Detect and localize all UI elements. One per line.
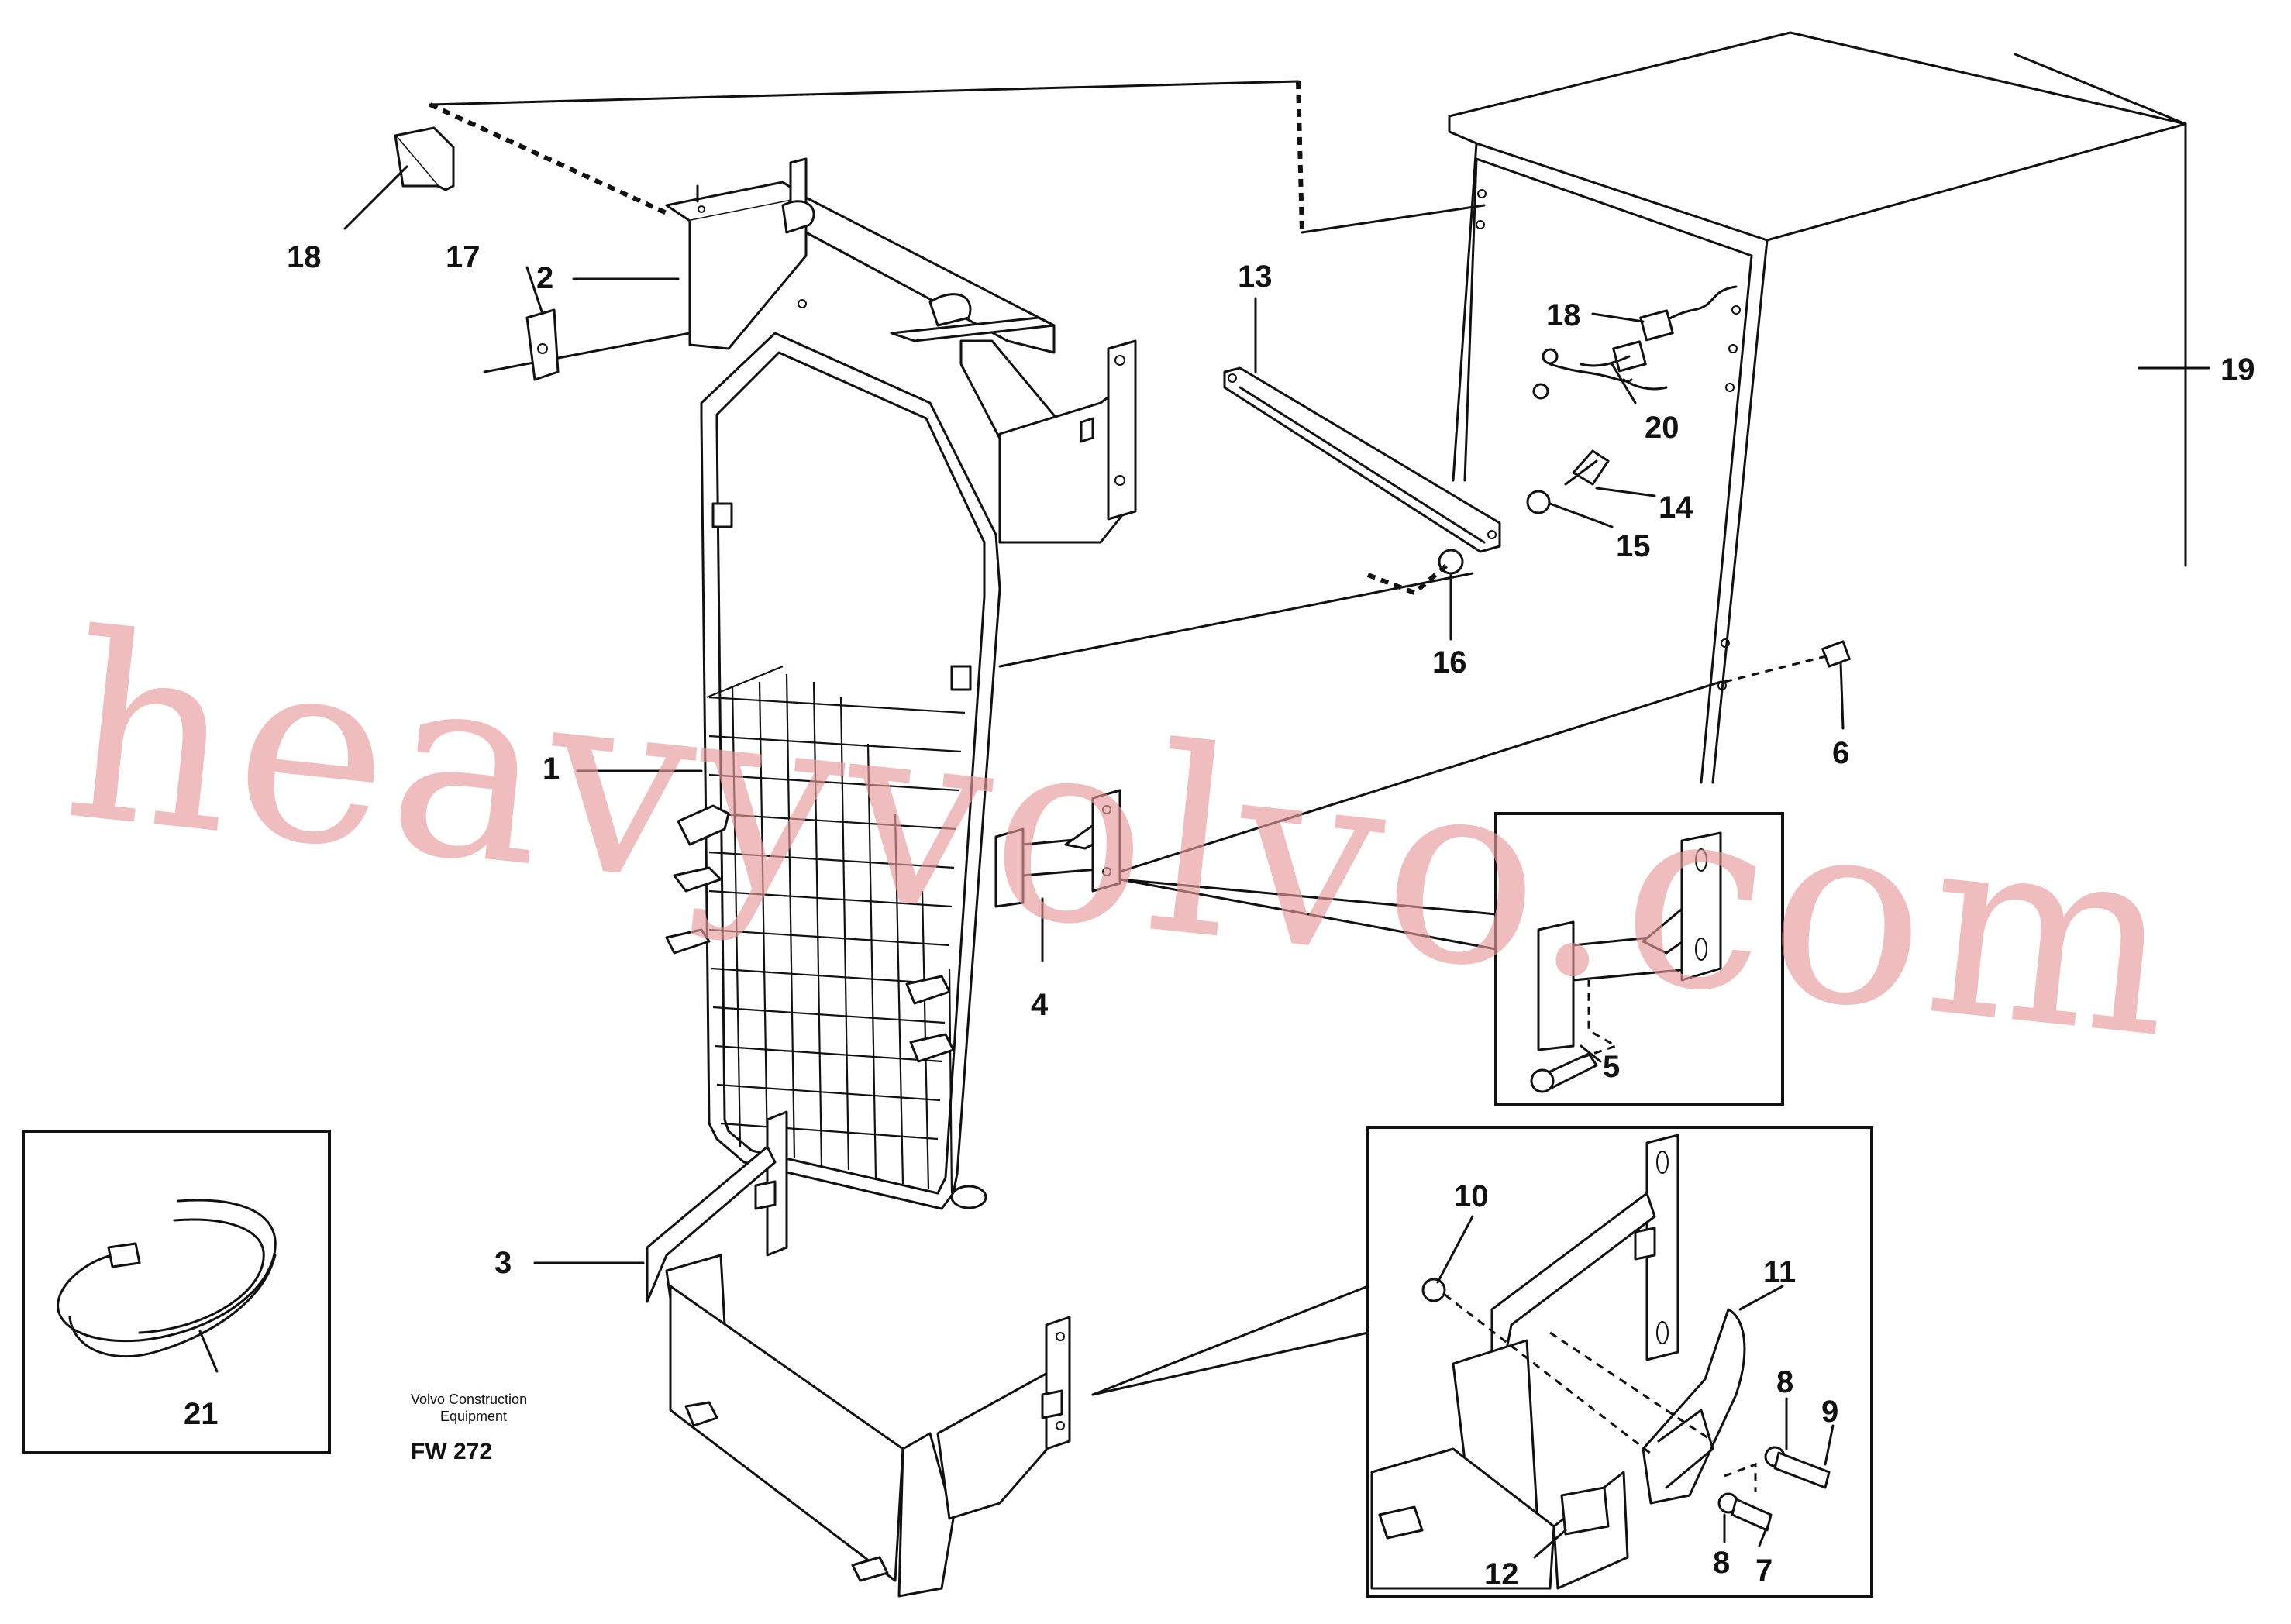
caption-line-1: Volvo Construction [411, 1392, 527, 1407]
grille-frame-1 [665, 332, 1001, 1210]
callout-14: 14 [1659, 490, 1693, 525]
panel-holes [1476, 189, 1741, 690]
diagram-caption: Volvo Construction Equipment FW 272 [411, 1392, 527, 1464]
callout-18b: 18 [1546, 298, 1581, 332]
callout-1: 1 [543, 752, 560, 786]
leader-lines [343, 165, 2210, 1559]
callout-16: 16 [1432, 645, 1467, 680]
callout-20: 20 [1645, 411, 1679, 445]
callout-19: 19 [2220, 353, 2255, 387]
cab-panel-19 [1448, 31, 2187, 784]
detail-box-hinge [1494, 812, 1784, 1106]
lower-bracket-3 [646, 1110, 1071, 1598]
caption-line-2: Equipment [440, 1409, 507, 1424]
callout-3: 3 [494, 1246, 512, 1280]
callout-5: 5 [1603, 1050, 1620, 1084]
callout-11: 11 [1763, 1255, 1796, 1289]
washer-15 [1526, 490, 1551, 514]
callout-6: 6 [1832, 736, 1849, 770]
callout-8a: 8 [1776, 1365, 1793, 1399]
callout-labels: 18 17 2 1 4 3 13 18 20 19 14 15 16 6 5 1… [184, 240, 2255, 1591]
callout-9: 9 [1821, 1395, 1838, 1429]
callout-4: 4 [1031, 988, 1049, 1022]
stay-bar-13 [1223, 366, 1501, 553]
figure-code: FW 272 [411, 1439, 492, 1464]
detail-box-bracket [1366, 1126, 1873, 1598]
spacer-plate-17 [525, 308, 560, 381]
hinge-bracket-4 [994, 789, 1121, 908]
bolt-6 [1821, 640, 1851, 668]
upper-bracket-2 [665, 157, 1137, 544]
callout-10: 10 [1454, 1179, 1489, 1213]
callout-21: 21 [184, 1397, 219, 1431]
bolt-14 [1564, 449, 1610, 486]
callout-17: 17 [446, 240, 481, 274]
wiring-harness-20 [1532, 285, 1738, 400]
watermark: heavyvolvo.com [54, 578, 2192, 1096]
callout-2: 2 [536, 261, 553, 295]
callout-15: 15 [1616, 529, 1651, 563]
callout-8b: 8 [1713, 1546, 1730, 1580]
callout-18a: 18 [287, 240, 322, 274]
rubber-buffer-18 [394, 126, 455, 191]
callout-7: 7 [1755, 1553, 1773, 1588]
callout-13: 13 [1238, 260, 1273, 294]
callout-12: 12 [1484, 1557, 1519, 1591]
detail-box-strap [22, 1130, 331, 1454]
grille-mesh [706, 665, 966, 1194]
